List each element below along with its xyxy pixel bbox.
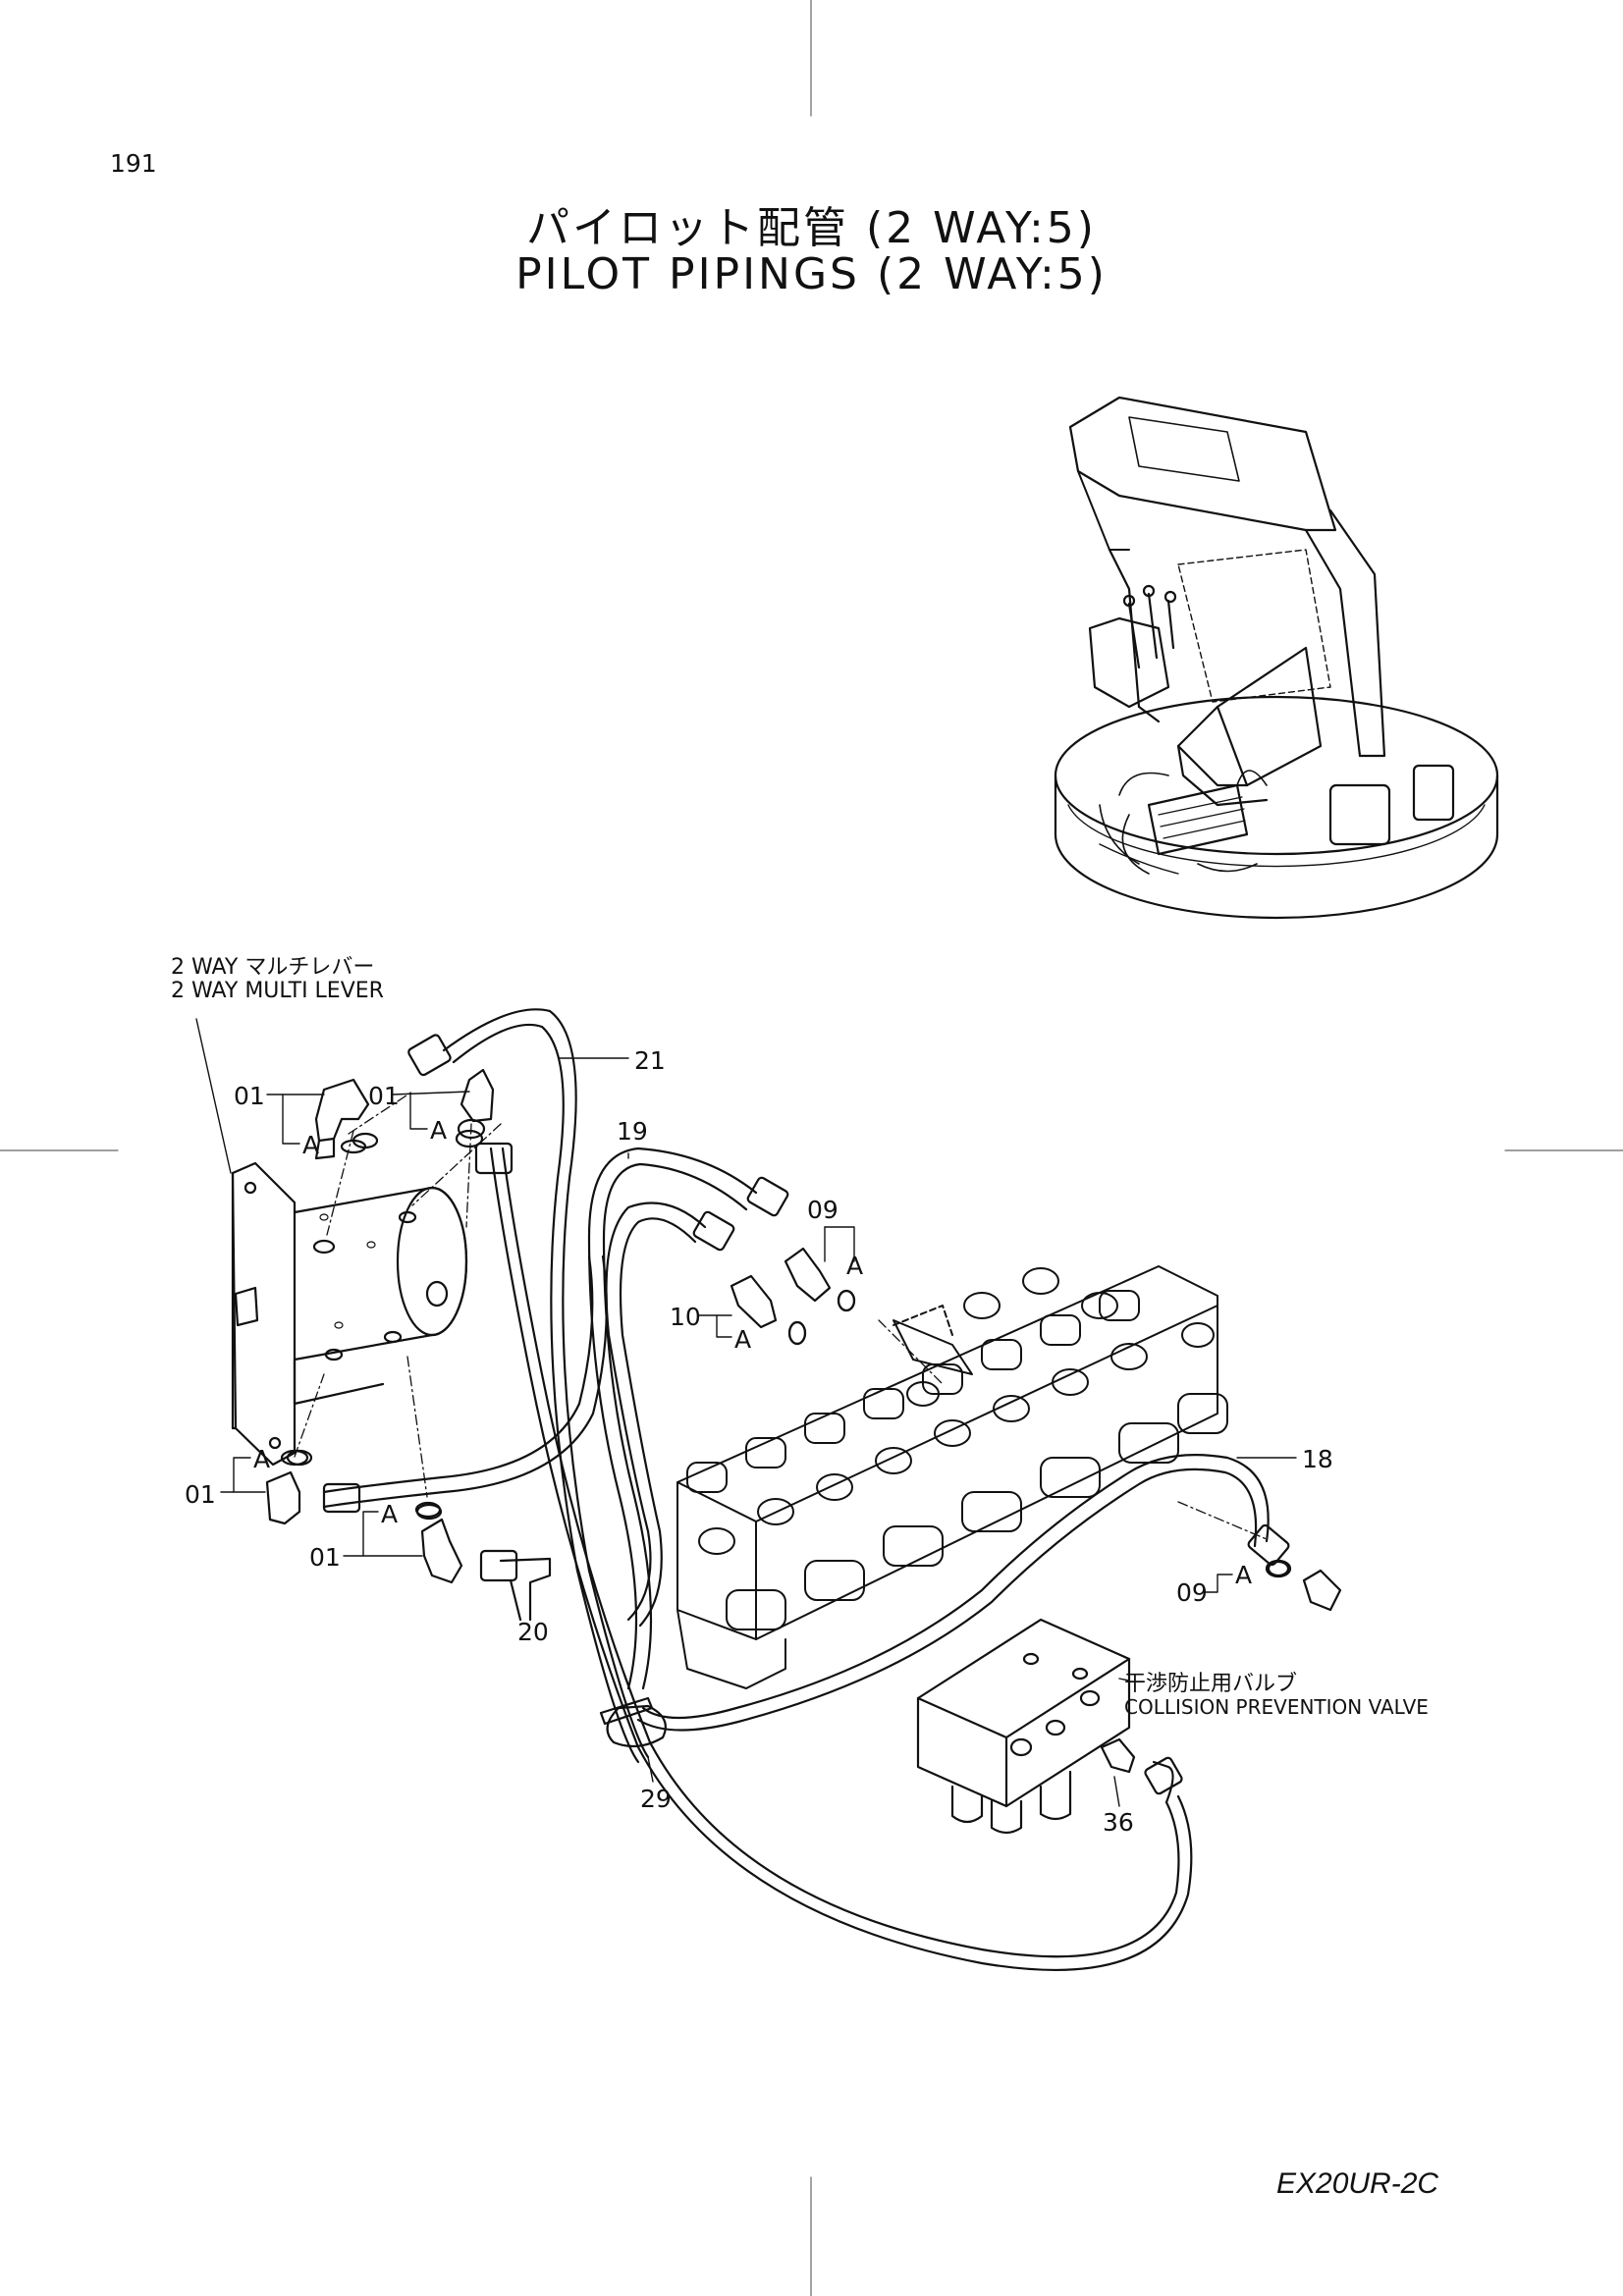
control-valve-block bbox=[676, 1265, 1228, 1689]
callout-29: 29 bbox=[640, 1785, 672, 1813]
callout-09: 09 bbox=[807, 1196, 839, 1224]
excavator-overview-illustration bbox=[1054, 396, 1499, 920]
callout-a: A bbox=[1235, 1561, 1253, 1589]
connection-lines bbox=[294, 1091, 1268, 1540]
callout-01: 01 bbox=[234, 1082, 265, 1110]
model-number: EX20UR-2C bbox=[1276, 2167, 1439, 2200]
elbow-fittings bbox=[265, 1068, 495, 1584]
valve-fittings bbox=[730, 1247, 1342, 1612]
callout-18: 18 bbox=[1302, 1445, 1333, 1473]
lever-label-english: 2 WAY MULTI LEVER bbox=[171, 979, 384, 1003]
callout-09: 09 bbox=[1176, 1578, 1208, 1607]
callout-01: 01 bbox=[309, 1543, 341, 1572]
page-number: 191 bbox=[110, 149, 157, 178]
o-rings bbox=[286, 1118, 1290, 1577]
callout-19: 19 bbox=[617, 1117, 648, 1146]
callout-a: A bbox=[734, 1325, 752, 1354]
hoses bbox=[322, 1008, 1290, 1972]
hose-clamp bbox=[599, 1696, 667, 1748]
callout-36: 36 bbox=[1103, 1808, 1134, 1837]
callout-21: 21 bbox=[634, 1046, 666, 1075]
callout-a: A bbox=[846, 1252, 864, 1280]
callout-a: A bbox=[381, 1500, 399, 1528]
callout-10: 10 bbox=[670, 1303, 701, 1331]
title-english: PILOT PIPINGS (2 WAY:5) bbox=[515, 249, 1108, 299]
valve-label-english: COLLISION PREVENTION VALVE bbox=[1124, 1695, 1429, 1719]
collision-prevention-valve bbox=[916, 1618, 1136, 1835]
title-japanese: パイロット配管 (2 WAY:5) bbox=[526, 203, 1097, 253]
callout-leaders bbox=[220, 1057, 1297, 1807]
callout-a: A bbox=[430, 1116, 448, 1145]
valve-label-japanese: 干渉防止用バルブ bbox=[1124, 1672, 1298, 1696]
callout-20: 20 bbox=[517, 1618, 549, 1646]
callout-a: A bbox=[302, 1131, 320, 1159]
callout-01: 01 bbox=[368, 1082, 400, 1110]
callout-a: A bbox=[253, 1445, 271, 1473]
callout-01: 01 bbox=[185, 1480, 216, 1509]
lever-label-japanese: 2 WAY マルチレバー bbox=[171, 955, 375, 980]
